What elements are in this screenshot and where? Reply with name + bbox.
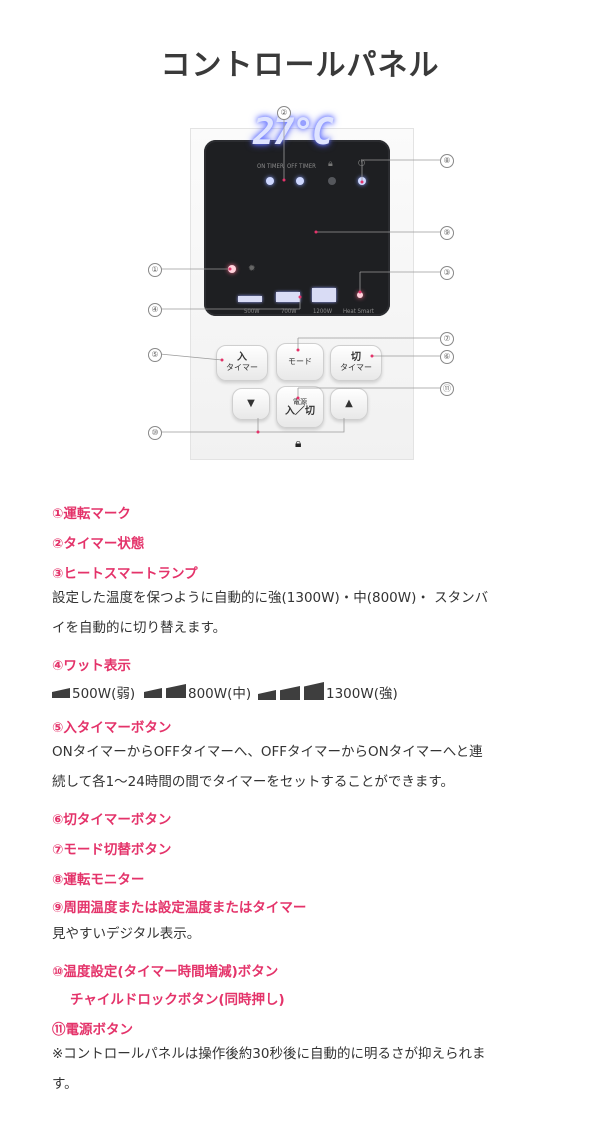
item-3-desc-line2: イを自動的に切り替えます。 (52, 620, 227, 636)
watt-weak-label: 500W(弱) (72, 686, 136, 702)
callout-6: ⑥ (440, 350, 454, 364)
off-timer-button-line2: タイマー (340, 363, 372, 372)
temperature-display: 27°C (253, 112, 334, 153)
up-arrow-icon: ▲ (345, 398, 353, 409)
watt-label-500: 500W (244, 308, 260, 315)
mode-button-label: モード (288, 357, 312, 366)
item-3-heading: ③ヒートスマートランプ (52, 566, 198, 582)
power-button-line1: 電源 (293, 398, 307, 406)
watt-bar-500 (238, 296, 262, 302)
child-lock-icon: 🔒︎ (295, 436, 302, 450)
item-10-heading-line1: ⑩温度設定(タイマー時間増減)ボタン (52, 964, 279, 980)
power-button-line2: 入／切 (285, 406, 315, 417)
power-button[interactable]: 電源 入／切 (276, 386, 324, 428)
item-8-heading: ⑧運転モニター (52, 872, 145, 888)
on-timer-label: ON TIMER (257, 163, 284, 170)
leader-lines (159, 120, 440, 434)
item-9-heading: ⑨周囲温度または設定温度またはタイマー (52, 900, 307, 916)
lock-led (328, 177, 336, 185)
lock-icon: 🔒︎ (328, 159, 333, 169)
watt-strong-label: 1300W(強) (326, 686, 398, 702)
watt-mid-bar-icon-2 (166, 684, 186, 698)
item-3-desc-line1: 設定した温度を保つように自動的に強(1300W)・中(800W)・ スタンバ (52, 590, 489, 606)
item-5-desc-line2: 続して各1～24時間の間でタイマーをセットすることができます。 (52, 774, 455, 790)
callout-11: ⑪ (440, 382, 454, 396)
item-5-desc-line1: ONタイマーからOFFタイマーへ、OFFタイマーからONタイマーへと連 (52, 744, 483, 760)
watt-bar-1200 (312, 288, 336, 302)
note-line1: ※コントロールパネルは操作後約30秒後に自動的に明るさが抑えられま (52, 1046, 486, 1062)
watt-strong-bar-icon-1 (258, 690, 276, 700)
callout-9: ⑨ (440, 226, 454, 240)
on-timer-button[interactable]: 入 タイマー (216, 345, 268, 381)
callout-8: ⑧ (440, 154, 454, 168)
callout-10: ⑩ (148, 426, 162, 440)
watt-strong-bar-icon-3 (304, 682, 324, 700)
heat-smart-led (357, 292, 363, 298)
watt-mid-label: 800W(中) (188, 686, 252, 702)
item-6-heading: ⑥切タイマーボタン (52, 812, 172, 828)
watt-label-1200: 1200W (313, 308, 333, 315)
watt-weak-bar-icon (52, 688, 70, 698)
note-line2: す。 (52, 1076, 78, 1092)
item-9-desc: 見やすいデジタル表示。 (52, 926, 201, 942)
item-2-heading: ②タイマー状態 (52, 536, 145, 552)
item-4-heading: ④ワット表示 (52, 658, 131, 674)
callout-7: ⑦ (440, 332, 454, 346)
item-11-heading: ⑪電源ボタン (52, 1022, 133, 1038)
mode-button[interactable]: モード (276, 343, 324, 381)
on-timer-led (266, 177, 274, 185)
callout-3: ③ (440, 266, 454, 280)
page-title: コントロールパネル (160, 48, 440, 83)
item-1-heading: ①運転マーク (52, 506, 131, 522)
power-icon: ⏻ (358, 159, 366, 169)
operation-mark-led (228, 265, 236, 273)
display-screen (204, 140, 390, 316)
off-timer-label: OFF TIMER (287, 163, 316, 170)
watt-label-700: 700W (281, 308, 297, 315)
watt-bar-700 (276, 292, 300, 302)
off-timer-button-line1: 切 (351, 352, 361, 363)
item-10-heading-line2: チャイルドロックボタン(同時押し) (70, 992, 285, 1008)
on-timer-button-line1: 入 (237, 352, 247, 363)
down-arrow-icon: ▼ (247, 398, 255, 409)
item-7-heading: ⑦モード切替ボタン (52, 842, 172, 858)
heat-smart-label: Heat Smart (343, 308, 374, 315)
temp-down-button[interactable]: ▼ (232, 388, 270, 420)
sun-icon: ✹ (248, 264, 256, 274)
on-timer-button-line2: タイマー (226, 363, 258, 372)
watt-strong-bar-icon-2 (280, 686, 300, 700)
off-timer-led (296, 177, 304, 185)
temp-up-button[interactable]: ▲ (330, 388, 368, 420)
callout-1: ① (148, 263, 162, 277)
off-timer-button[interactable]: 切 タイマー (330, 345, 382, 381)
watt-mid-bar-icon-1 (144, 688, 162, 698)
callout-4: ④ (148, 303, 162, 317)
callout-2: ② (277, 106, 291, 120)
callout-5: ⑤ (148, 348, 162, 362)
control-panel-figure: ON TIMER OFF TIMER 🔒︎ ⏻ 27°C ✹ 500W 700W… (0, 0, 600, 460)
item-5-heading: ⑤入タイマーボタン (52, 720, 172, 736)
